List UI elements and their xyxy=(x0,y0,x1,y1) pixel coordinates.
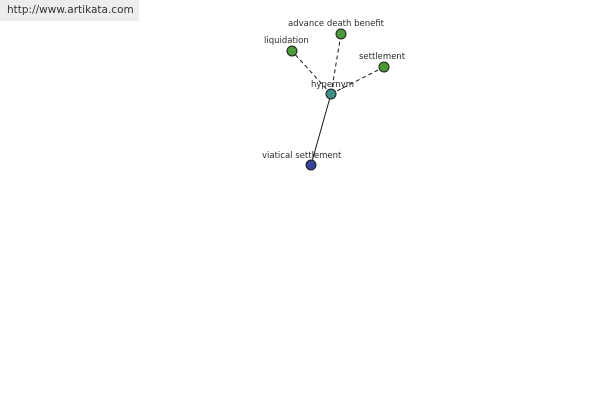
edge-center-to-settlement xyxy=(330,66,385,95)
node-label-liquidation[interactable]: liquidation xyxy=(264,36,309,46)
edge-center-to-advance-death-benefit xyxy=(330,33,342,95)
edge-center-to-liquidation xyxy=(291,50,332,95)
graph-nodes: hypernym advance death benefit liquidation… xyxy=(262,19,406,171)
node-circle-settlement[interactable] xyxy=(378,61,390,73)
node-viatical-settlement[interactable]: viatical settlement xyxy=(262,151,342,171)
node-circle-center[interactable] xyxy=(325,88,337,100)
source-url-banner[interactable]: http://www.artikata.com xyxy=(0,0,139,21)
node-circle-viatical-settlement[interactable] xyxy=(305,159,317,171)
node-circle-advance-death-benefit[interactable] xyxy=(335,28,347,40)
node-label-settlement[interactable]: settlement xyxy=(359,52,406,62)
node-circle-liquidation[interactable] xyxy=(286,45,298,57)
node-label-viatical-settlement[interactable]: viatical settlement xyxy=(262,151,342,161)
node-label-center[interactable]: hypernym xyxy=(311,80,354,90)
node-center[interactable]: hypernym xyxy=(311,80,354,100)
edge-center-to-viatical-settlement xyxy=(310,93,332,166)
node-settlement[interactable]: settlement xyxy=(359,52,406,73)
graph-edges xyxy=(291,33,385,166)
node-advance-death-benefit[interactable]: advance death benefit xyxy=(288,19,385,40)
node-label-advance-death-benefit[interactable]: advance death benefit xyxy=(288,19,385,29)
node-liquidation[interactable]: liquidation xyxy=(264,36,309,57)
